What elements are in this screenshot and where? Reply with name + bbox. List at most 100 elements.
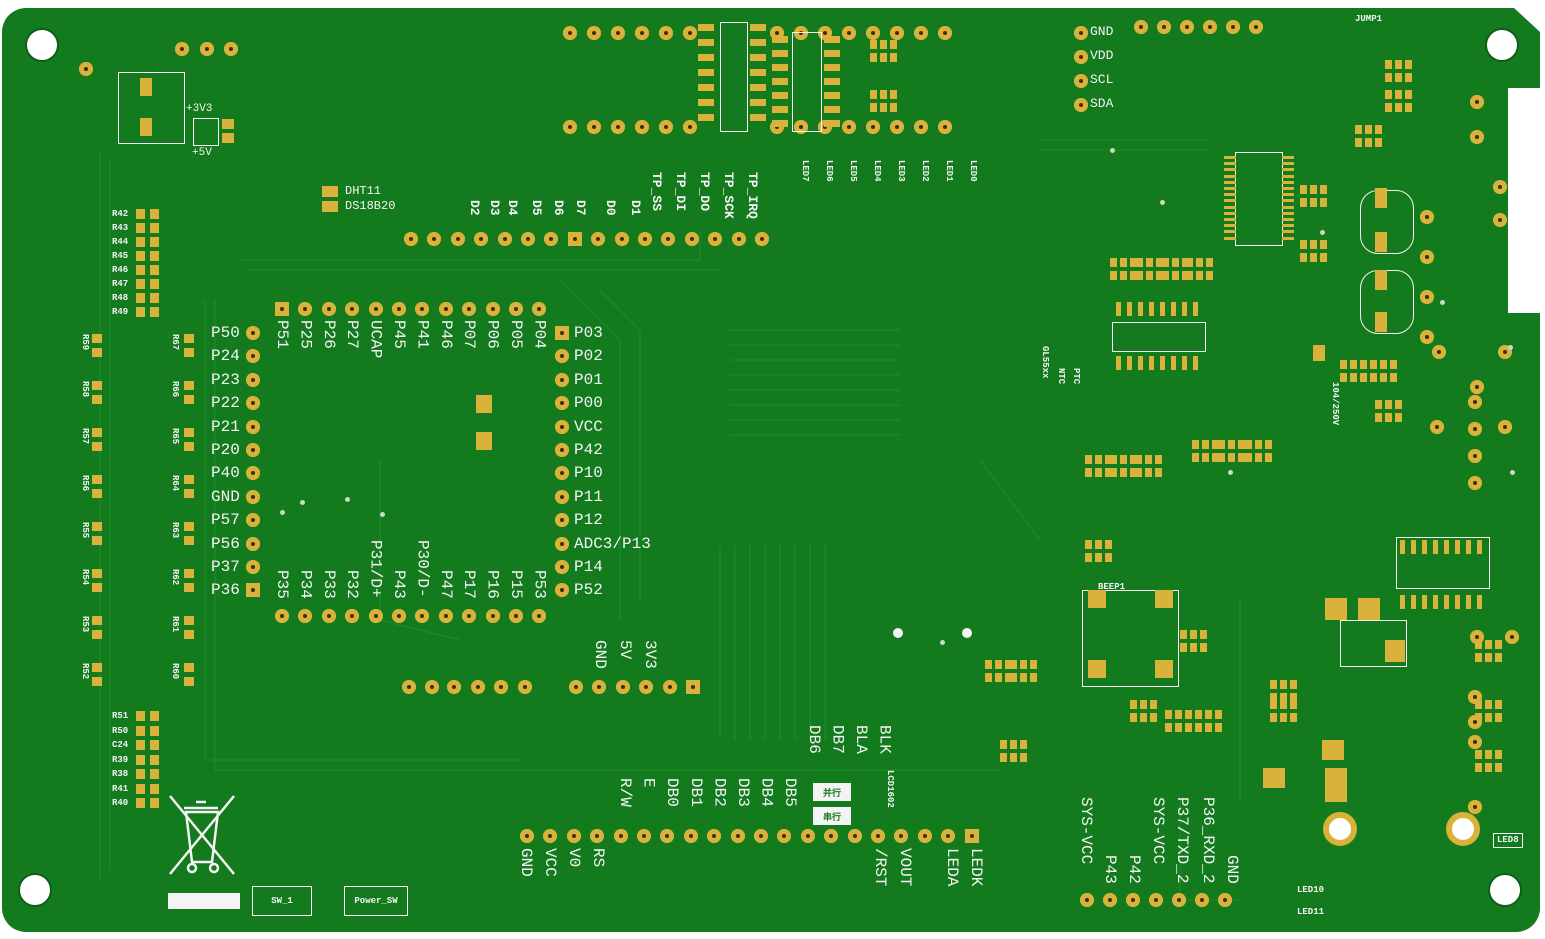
header-pad[interactable] <box>587 26 601 40</box>
lcd-pad[interactable] <box>543 829 558 843</box>
header-pad[interactable] <box>404 232 418 246</box>
lcd-pad[interactable] <box>590 829 605 843</box>
header-pad[interactable] <box>425 680 439 694</box>
uart-pad[interactable] <box>1103 893 1117 907</box>
mcu-pad[interactable] <box>368 302 383 316</box>
header-pad[interactable] <box>611 120 625 134</box>
header-pad[interactable] <box>1226 20 1240 34</box>
i2c-pad[interactable] <box>1074 98 1088 112</box>
power-pad[interactable] <box>569 680 583 694</box>
test-pad[interactable] <box>1468 735 1482 749</box>
header-pad[interactable] <box>1203 20 1217 34</box>
uart-pad[interactable] <box>1195 893 1209 907</box>
header-pad[interactable] <box>474 232 489 246</box>
mcu-pad[interactable] <box>246 536 260 551</box>
header-pad[interactable] <box>659 120 673 134</box>
test-pad[interactable] <box>1470 95 1484 109</box>
mcu-pad[interactable] <box>555 466 569 481</box>
mcu-pad[interactable] <box>246 349 260 364</box>
mcu-pad[interactable] <box>555 536 569 551</box>
test-pad[interactable] <box>1420 210 1434 224</box>
mcu-pad[interactable] <box>246 443 260 457</box>
uart-pad[interactable] <box>1218 893 1232 907</box>
uart-pad[interactable] <box>1126 893 1140 907</box>
mcu-pad[interactable] <box>321 302 336 316</box>
header-pad[interactable] <box>494 680 508 694</box>
sw1-switch[interactable]: SW_1 <box>252 886 312 916</box>
lcd-pad[interactable] <box>637 829 651 843</box>
header-pad[interactable] <box>611 26 625 40</box>
mcu-pad[interactable] <box>392 302 406 316</box>
header-pad[interactable] <box>794 26 808 40</box>
mcu-pad[interactable] <box>509 609 523 623</box>
header-pad[interactable] <box>866 120 880 134</box>
header-pad[interactable] <box>563 26 577 40</box>
header-pad[interactable] <box>544 232 559 246</box>
mcu-pad[interactable] <box>462 609 477 623</box>
power-switch[interactable]: Power_SW <box>344 886 408 916</box>
i2c-pad[interactable] <box>1074 74 1088 88</box>
header-pad[interactable] <box>1180 20 1194 34</box>
lcd-pad[interactable] <box>964 829 979 843</box>
mcu-pad[interactable] <box>485 302 500 316</box>
header-pad[interactable] <box>638 232 652 246</box>
mcu-pad[interactable] <box>555 443 569 457</box>
header-pad[interactable] <box>521 232 535 246</box>
header-pad[interactable] <box>684 232 699 246</box>
header-pad[interactable] <box>890 26 904 40</box>
mcu-pad[interactable] <box>321 609 336 623</box>
power-pad[interactable] <box>615 680 630 694</box>
mcu-pad[interactable] <box>246 560 260 574</box>
test-pad[interactable] <box>1498 420 1512 434</box>
mcu-pad[interactable] <box>555 396 569 411</box>
uart-pad[interactable] <box>1080 893 1094 907</box>
mcu-pad[interactable] <box>298 302 313 316</box>
header-pad[interactable] <box>755 232 769 246</box>
mcu-pad[interactable] <box>555 372 569 387</box>
header-pad[interactable] <box>563 120 577 134</box>
test-pad[interactable] <box>1468 715 1482 729</box>
mcu-pad[interactable] <box>438 302 453 316</box>
lcd-pad[interactable] <box>660 829 675 843</box>
header-pad[interactable] <box>497 232 512 246</box>
lcd-pad[interactable] <box>613 829 628 843</box>
test-pad[interactable] <box>1468 476 1482 490</box>
i2c-pad[interactable] <box>1074 50 1088 64</box>
mcu-pad[interactable] <box>555 560 569 574</box>
header-pad[interactable] <box>914 26 928 40</box>
test-pad[interactable] <box>1468 449 1482 463</box>
test-pad[interactable] <box>1468 422 1482 436</box>
header-pad[interactable] <box>1134 20 1148 34</box>
power-pad[interactable] <box>592 680 607 694</box>
header-pad[interactable] <box>1157 20 1171 34</box>
mcu-pad[interactable] <box>246 326 260 340</box>
sensor-jumper-a[interactable] <box>322 186 338 197</box>
test-pad[interactable] <box>1468 690 1482 704</box>
test-pad[interactable] <box>1493 180 1507 194</box>
uart-pad[interactable] <box>1149 893 1163 907</box>
mcu-pad[interactable] <box>345 302 360 316</box>
sb2-pad[interactable] <box>222 119 234 129</box>
test-pad[interactable] <box>1468 800 1482 814</box>
header-pad[interactable] <box>794 120 808 134</box>
mcu-pad[interactable] <box>532 609 547 623</box>
mcu-pad[interactable] <box>462 302 477 316</box>
header-pad[interactable] <box>731 232 746 246</box>
mcu-pad[interactable] <box>555 513 569 528</box>
mcu-pad[interactable] <box>246 489 260 504</box>
header-pad[interactable] <box>224 42 238 56</box>
mcu-pad[interactable] <box>246 419 260 434</box>
mcu-pad[interactable] <box>555 489 569 504</box>
header-pad[interactable] <box>938 26 952 40</box>
mcu-pad[interactable] <box>415 302 430 316</box>
mcu-pad[interactable] <box>246 466 260 481</box>
test-pad[interactable] <box>1470 380 1484 394</box>
test-pad[interactable] <box>1420 290 1434 304</box>
lcd-pad[interactable] <box>847 829 862 843</box>
lcd-pad[interactable] <box>707 829 722 843</box>
header-pad[interactable] <box>708 232 723 246</box>
mcu-pad[interactable] <box>275 302 289 316</box>
power-pad[interactable] <box>639 680 654 694</box>
mcu-pad[interactable] <box>532 302 547 316</box>
sb1-pad[interactable] <box>222 133 234 143</box>
